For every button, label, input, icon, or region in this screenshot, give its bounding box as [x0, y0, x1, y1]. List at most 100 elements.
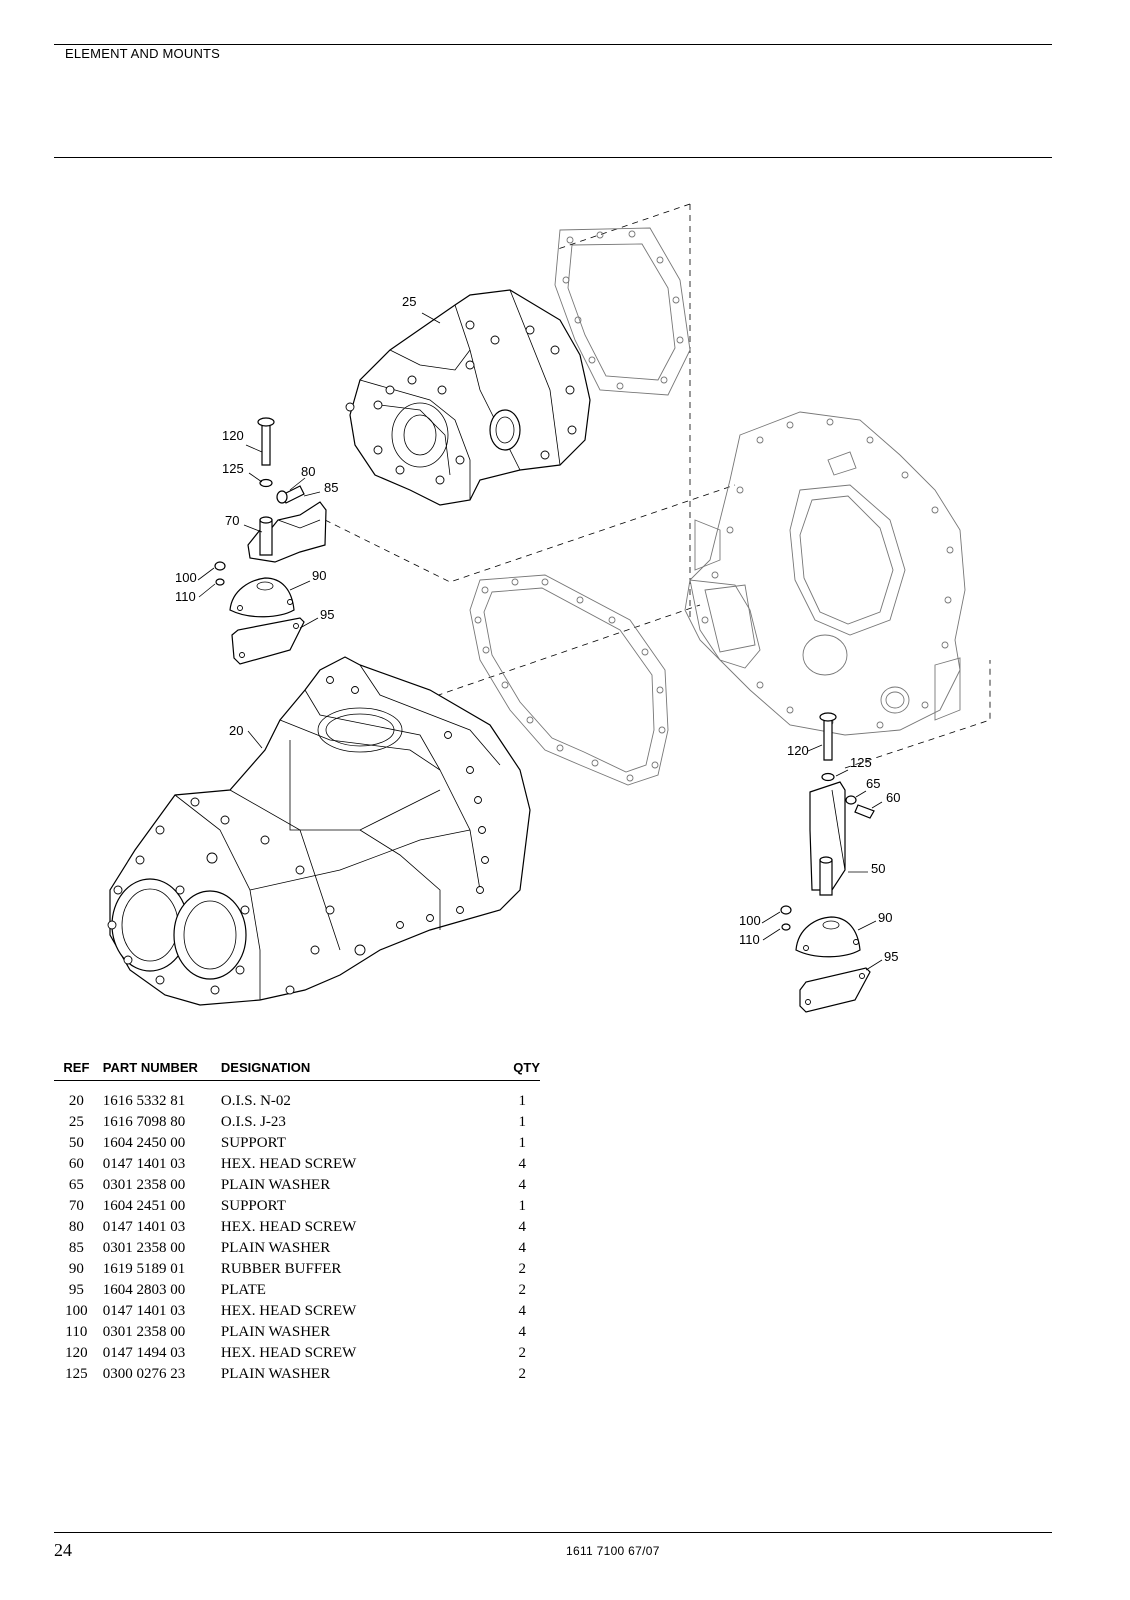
callout-90-left: 90 — [312, 568, 326, 583]
cell-qty: 1 — [518, 1093, 527, 1109]
table-row: 95 1604 2803 00 PLATE 2 — [54, 1280, 540, 1301]
cell-part-number: 0301 2358 00 — [102, 1324, 186, 1340]
table-row: 100 0147 1401 03 HEX. HEAD SCREW 4 — [54, 1301, 540, 1322]
callout-leaders — [197, 312, 883, 971]
element-25-oil-injected-screw — [345, 289, 591, 506]
table-row: 120 0147 1494 03 HEX. HEAD SCREW 2 — [54, 1343, 540, 1364]
cell-ref: 65 — [68, 1177, 84, 1193]
cell-designation: O.I.S. N-02 — [220, 1093, 291, 1109]
cell-designation: O.I.S. J-23 — [220, 1114, 286, 1130]
callout-25: 25 — [402, 294, 416, 309]
callout-20: 20 — [229, 723, 243, 738]
cell-designation: HEX. HEAD SCREW — [220, 1156, 357, 1172]
cell-part-number: 1604 2451 00 — [102, 1198, 186, 1214]
table-row: 65 0301 2358 00 PLAIN WASHER 4 — [54, 1175, 540, 1196]
mount-right — [780, 712, 875, 1013]
cell-qty: 4 — [518, 1156, 527, 1172]
cell-ref: 95 — [68, 1282, 84, 1298]
drive-housing — [684, 411, 966, 736]
cell-part-number: 0147 1401 03 — [102, 1303, 186, 1319]
cell-designation: HEX. HEAD SCREW — [220, 1345, 357, 1361]
cell-part-number: 0147 1401 03 — [102, 1156, 186, 1172]
cell-ref: 85 — [68, 1240, 84, 1256]
cell-ref: 125 — [65, 1366, 88, 1382]
footer-rule — [54, 1532, 1052, 1533]
table-row: 85 0301 2358 00 PLAIN WASHER 4 — [54, 1238, 540, 1259]
column-header-designation: DESIGNATION — [220, 1058, 481, 1081]
column-header-qty: QTY — [480, 1058, 540, 1081]
cell-qty: 4 — [518, 1324, 527, 1340]
cell-ref: 25 — [68, 1114, 84, 1130]
table-row: 60 0147 1401 03 HEX. HEAD SCREW 4 — [54, 1154, 540, 1175]
page-number: 24 — [54, 1540, 72, 1560]
cell-qty: 2 — [518, 1261, 527, 1277]
cell-part-number: 0147 1494 03 — [102, 1345, 186, 1361]
cell-qty: 1 — [518, 1114, 527, 1130]
table-row: 110 0301 2358 00 PLAIN WASHER 4 — [54, 1322, 540, 1343]
callout-110-left: 110 — [175, 589, 196, 604]
cell-qty: 1 — [518, 1198, 527, 1214]
table-row: 50 1604 2450 00 SUPPORT 1 — [54, 1133, 540, 1154]
mount-left — [214, 417, 327, 665]
column-header-ref: REF — [54, 1058, 99, 1081]
cell-designation: SUPPORT — [220, 1198, 286, 1214]
table-row: 25 1616 7098 80 O.I.S. J-23 1 — [54, 1112, 540, 1133]
cell-part-number: 1604 2803 00 — [102, 1282, 186, 1298]
callout-80: 80 — [301, 464, 315, 479]
cell-qty: 4 — [518, 1240, 527, 1256]
cell-qty: 2 — [518, 1345, 527, 1361]
callout-100-left: 100 — [175, 570, 197, 585]
cell-designation: PLAIN WASHER — [220, 1366, 331, 1382]
callout-85: 85 — [324, 480, 338, 495]
cell-part-number: 1619 5189 01 — [102, 1261, 186, 1277]
column-header-part-number: PART NUMBER — [98, 1058, 221, 1081]
cell-part-number: 1616 7098 80 — [102, 1114, 186, 1130]
table-row: 80 0147 1401 03 HEX. HEAD SCREW 4 — [54, 1217, 540, 1238]
table-row: 20 1616 5332 81 O.I.S. N-02 1 — [54, 1081, 540, 1113]
cell-designation: HEX. HEAD SCREW — [220, 1219, 357, 1235]
cell-part-number: 0301 2358 00 — [102, 1240, 186, 1256]
cell-ref: 50 — [68, 1135, 84, 1151]
cell-designation: PLAIN WASHER — [220, 1240, 331, 1256]
table-row: 125 0300 0276 23 PLAIN WASHER 2 — [54, 1364, 540, 1385]
cell-ref: 120 — [65, 1345, 88, 1361]
cell-part-number: 0301 2358 00 — [102, 1177, 186, 1193]
callout-90-right: 90 — [878, 910, 892, 925]
cell-part-number: 1616 5332 81 — [102, 1093, 186, 1109]
callout-70: 70 — [225, 513, 239, 528]
callout-50: 50 — [871, 861, 885, 876]
table-header-row: REF PART NUMBER DESIGNATION QTY — [54, 1058, 540, 1081]
cell-part-number: 1604 2450 00 — [102, 1135, 186, 1151]
cell-ref: 80 — [68, 1219, 84, 1235]
section-title: ELEMENT AND MOUNTS — [65, 46, 221, 61]
cell-designation: PLAIN WASHER — [220, 1177, 331, 1193]
callout-95-right: 95 — [884, 949, 898, 964]
document-number: 1611 7100 67/07 — [566, 1544, 660, 1558]
table-row: 70 1604 2451 00 SUPPORT 1 — [54, 1196, 540, 1217]
cell-ref: 90 — [68, 1261, 84, 1277]
cell-qty: 4 — [518, 1177, 527, 1193]
cell-designation: PLATE — [220, 1282, 266, 1298]
cell-qty: 1 — [518, 1135, 527, 1151]
cell-ref: 110 — [65, 1324, 88, 1340]
cell-qty: 2 — [518, 1282, 527, 1298]
cell-ref: 100 — [65, 1303, 88, 1319]
callout-60: 60 — [886, 790, 900, 805]
cell-designation: SUPPORT — [220, 1135, 286, 1151]
callout-110-right: 110 — [739, 932, 760, 947]
cell-designation: HEX. HEAD SCREW — [220, 1303, 357, 1319]
callout-120-right: 120 — [787, 743, 809, 758]
top-rule — [54, 44, 1052, 45]
cell-part-number: 0147 1401 03 — [102, 1219, 186, 1235]
gasket-lower — [469, 574, 669, 786]
parts-list-table: REF PART NUMBER DESIGNATION QTY 20 1616 … — [54, 1058, 540, 1385]
callout-labels: 25 120 125 80 85 70 100 90 110 95 20 120… — [175, 294, 900, 964]
cell-ref: 70 — [68, 1198, 84, 1214]
callout-125-right: 125 — [850, 755, 872, 770]
element-20-oil-injected-screw — [107, 656, 531, 1006]
cell-designation: PLAIN WASHER — [220, 1324, 331, 1340]
callout-125-left: 125 — [222, 461, 244, 476]
cell-qty: 4 — [518, 1303, 527, 1319]
cell-ref: 20 — [68, 1093, 84, 1109]
callout-100-right: 100 — [739, 913, 761, 928]
